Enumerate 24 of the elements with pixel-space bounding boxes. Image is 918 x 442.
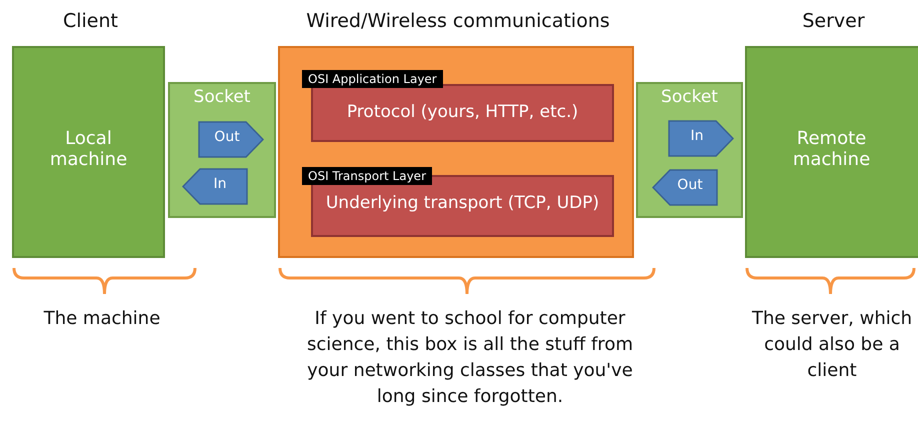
box-label: Underlying transport (TCP, UDP) xyxy=(324,193,600,213)
caption: If you went to school for computer science, this box is all the stuff from your networking classes that you've long since forgotten. xyxy=(306,307,634,409)
caption: The machine xyxy=(42,307,162,331)
outgoing-arrow-shape xyxy=(198,121,264,158)
socket-box xyxy=(168,82,276,218)
column-heading: Server xyxy=(801,10,866,32)
arrow-label: Out xyxy=(676,177,704,193)
arrow-label: In xyxy=(689,128,704,144)
column-heading: Client xyxy=(62,10,119,32)
outgoing-arrow-shape xyxy=(652,169,718,206)
layer-tab: OSI Transport Layer xyxy=(302,167,432,185)
incoming-arrow-shape xyxy=(668,120,734,157)
layer-tab: OSI Application Layer xyxy=(302,70,443,88)
box-label: Local machine xyxy=(48,128,128,170)
box-label: Socket xyxy=(660,87,719,107)
caption: The server, which could also be a client xyxy=(750,307,914,383)
column-heading: Wired/Wireless communications xyxy=(305,10,611,32)
socket-box xyxy=(636,82,743,218)
box-label: Socket xyxy=(192,87,252,107)
incoming-arrow-shape xyxy=(182,168,248,205)
box-label: Protocol (yours, HTTP, etc.) xyxy=(346,102,580,122)
box-label: Remote machine xyxy=(792,128,872,170)
arrow-label: In xyxy=(212,176,228,192)
arrow-label: Out xyxy=(213,129,241,145)
